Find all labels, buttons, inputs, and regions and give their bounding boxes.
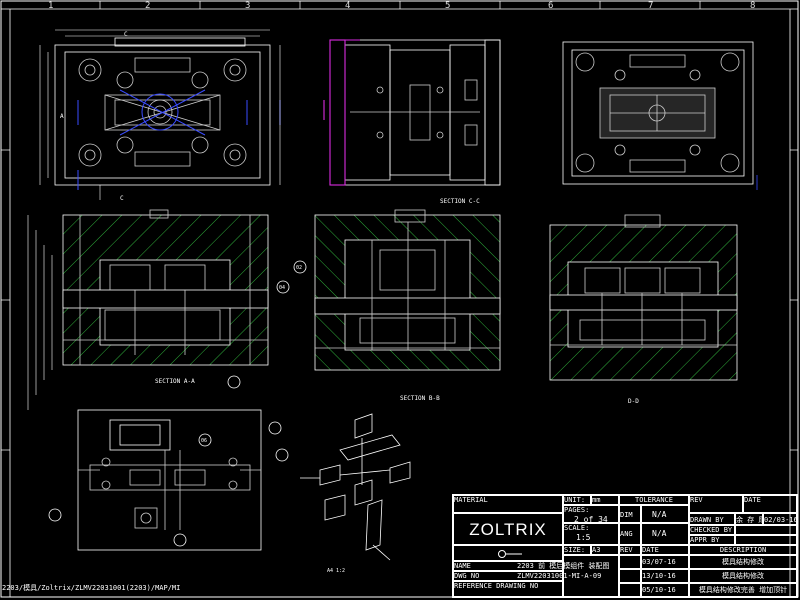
ang-value: N/A <box>641 523 689 545</box>
svg-text:A: A <box>60 113 64 120</box>
runner-isometric-view[interactable]: A4 1:2 <box>300 413 411 574</box>
scale-value: 1:5 <box>576 533 591 542</box>
dim-value: N/A <box>641 505 689 523</box>
section-aa-view[interactable]: 04 SECTION A-A <box>27 209 290 410</box>
section-dd-label: D-D <box>628 398 639 405</box>
section-cc-label: SECTION C-C <box>440 198 480 205</box>
drawing-number: ZLMV22031001-MI-A-09 <box>517 572 602 580</box>
size-value: A3 <box>591 545 619 555</box>
rev-date-1: 03/07-16 <box>641 555 689 569</box>
frame-col-8: 8 <box>750 1 755 11</box>
file-path: 2203/模具/Zoltrix/ZLMV22031001(2203)/MAP/M… <box>2 584 181 592</box>
tolerance-label: TOLERANCE <box>619 495 689 505</box>
frame-col-7: 7 <box>648 1 653 11</box>
frame-col-3: 3 <box>245 1 250 11</box>
approved-by-value <box>735 535 797 545</box>
ejector-plan-view[interactable] <box>562 41 758 190</box>
checked-by-value <box>735 525 797 535</box>
drawn-by-label: DRAWN BY <box>689 513 735 525</box>
scale-label: SCALE: <box>564 524 590 532</box>
dwg-no-label-cell: DWG NO <box>453 571 563 581</box>
material-cell: MATERIAL <box>453 495 563 513</box>
frame-col-5: 5 <box>445 1 450 11</box>
description-label: DESCRIPTION <box>689 545 797 555</box>
section-dd-view[interactable]: D-D <box>549 214 738 405</box>
rev-cell-2 <box>619 569 641 583</box>
rev-date-3: 05/10-16 <box>641 583 689 597</box>
frame-col-1: 1 <box>48 1 53 11</box>
description-line-1: 模具结构修改 <box>689 555 797 569</box>
svg-text:C: C <box>124 31 128 38</box>
description-line-3: 模具结构修改完善 增加顶针 <box>689 583 797 597</box>
drawn-by-value: 余 存 厚 <box>735 513 763 525</box>
plate-view[interactable]: 06 <box>48 409 289 551</box>
approved-by-label: APPR BY <box>689 535 735 545</box>
svg-text:C: C <box>120 195 124 202</box>
description-line-2: 模具结构修改 <box>689 569 797 583</box>
dwg-number-cell <box>563 555 619 597</box>
pages-value: 2 of 34 <box>574 515 608 523</box>
ang-label: ANG <box>619 523 641 545</box>
scale-cell: SCALE:1:5 <box>563 523 619 545</box>
size-label: SIZE: <box>563 545 591 555</box>
frame-col-2: 2 <box>145 1 150 11</box>
section-aa-label: SECTION A-A <box>155 378 195 385</box>
date-label: DATE <box>641 545 689 555</box>
section-bb-label: SECTION B-B <box>400 395 440 402</box>
date-top-label: DATE <box>743 495 797 513</box>
bubble-04: 04 <box>279 285 285 291</box>
pages-cell: PAGES:2 of 34 <box>563 505 619 523</box>
company-logo: ZOLTRIX <box>453 513 563 545</box>
unit-value: mm <box>591 495 619 505</box>
dim-label: DIM <box>619 505 641 523</box>
pages-label: PAGES: <box>564 506 590 514</box>
reference-label-cell: REFERENCE DRAWING NO <box>453 581 563 597</box>
bubble-06: 06 <box>201 438 207 444</box>
rev-label: REV <box>619 545 641 555</box>
name-label-cell: NAME <box>453 561 563 571</box>
rev-top-label: REV <box>689 495 743 513</box>
section-cc-view[interactable]: SECTION C-C <box>323 39 501 205</box>
title-block: MATERIAL ZOLTRIX NAME DWG NO REFERENCE D… <box>452 494 798 598</box>
rev-cell-3 <box>619 583 641 597</box>
section-bb-view[interactable]: 02 SECTION B-B <box>293 209 501 402</box>
frame-col-4: 4 <box>345 1 350 11</box>
drawn-date: 02/03-16 <box>763 513 797 525</box>
logo-mark-cell <box>453 545 563 561</box>
checked-by-label: CHECKED BY <box>689 525 735 535</box>
rev-cell-1 <box>619 555 641 569</box>
bubble-02: 02 <box>296 265 302 271</box>
drawing-name: 2203 前 模后模组件 装配图 <box>517 562 610 570</box>
scale-note: A4 1:2 <box>327 568 345 574</box>
frame-col-6: 6 <box>548 1 553 11</box>
rev-date-2: 13/10-16 <box>641 569 689 583</box>
material-label: MATERIAL <box>454 496 488 504</box>
logo-mark-icon <box>498 550 522 558</box>
unit-label: UNIT: <box>563 495 591 505</box>
top-plan-view[interactable]: A C C <box>39 29 281 202</box>
